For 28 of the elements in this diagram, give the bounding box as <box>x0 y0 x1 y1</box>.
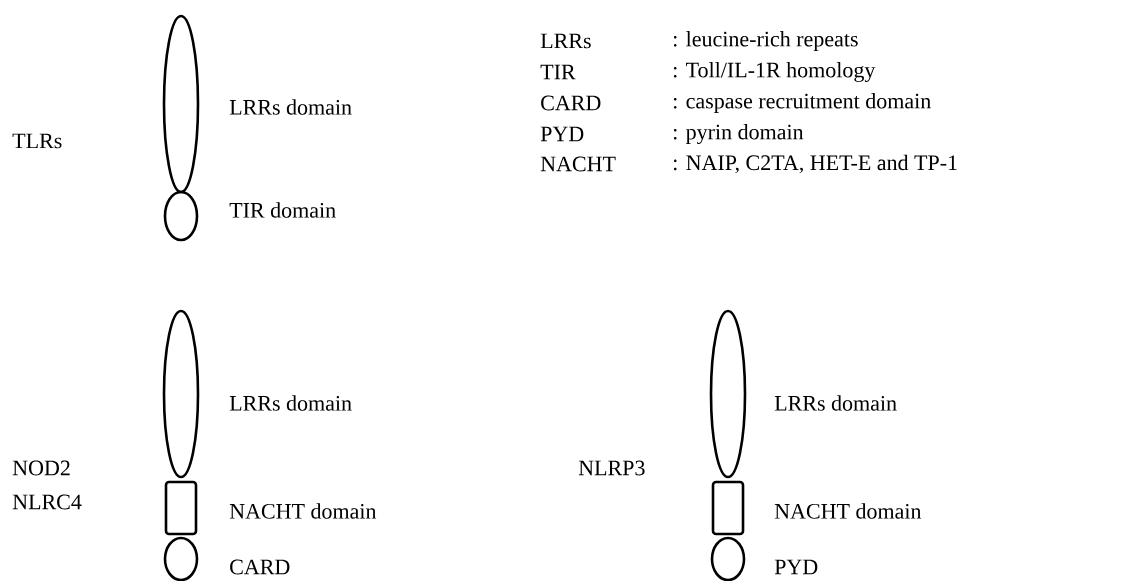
domain-box <box>164 480 198 536</box>
definition: : pyrin domain <box>673 124 804 144</box>
domain-label: TIR domain <box>229 202 336 218</box>
definition: : NAIP, C2TA, HET-E and TP-1 <box>673 154 957 174</box>
domain-label: LRRs domain <box>229 395 352 411</box>
domain-circle <box>163 190 199 242</box>
domain-label: NACHT domain <box>229 503 377 519</box>
definition: : caspase recruitment domain <box>673 93 931 113</box>
domain-label: LRRs domain <box>774 395 897 411</box>
abbreviation: NACHT <box>540 156 616 172</box>
domain-label: NACHT domain <box>774 503 922 519</box>
abbreviation: PYD <box>540 126 584 142</box>
protein-name: NLRP3 <box>578 460 645 476</box>
abbreviation: TIR <box>540 64 576 80</box>
domain-label: CARD <box>230 559 290 575</box>
domain-ellipse <box>162 14 200 194</box>
protein-name: NLRC4 <box>12 494 82 510</box>
domain-ellipse <box>162 309 200 479</box>
domain-box <box>711 480 745 536</box>
protein-name: NOD2 <box>12 460 70 476</box>
definition: : Toll/IL-1R homology <box>673 62 876 82</box>
domain-label: LRRs domain <box>229 99 352 115</box>
abbreviation: LRRs <box>540 33 591 49</box>
definition: : leucine-rich repeats <box>673 31 858 51</box>
protein-name: TLRs <box>12 133 62 149</box>
domain-ellipse <box>709 309 747 479</box>
abbreviation: CARD <box>541 95 601 111</box>
domain-label: PYD <box>774 559 818 575</box>
